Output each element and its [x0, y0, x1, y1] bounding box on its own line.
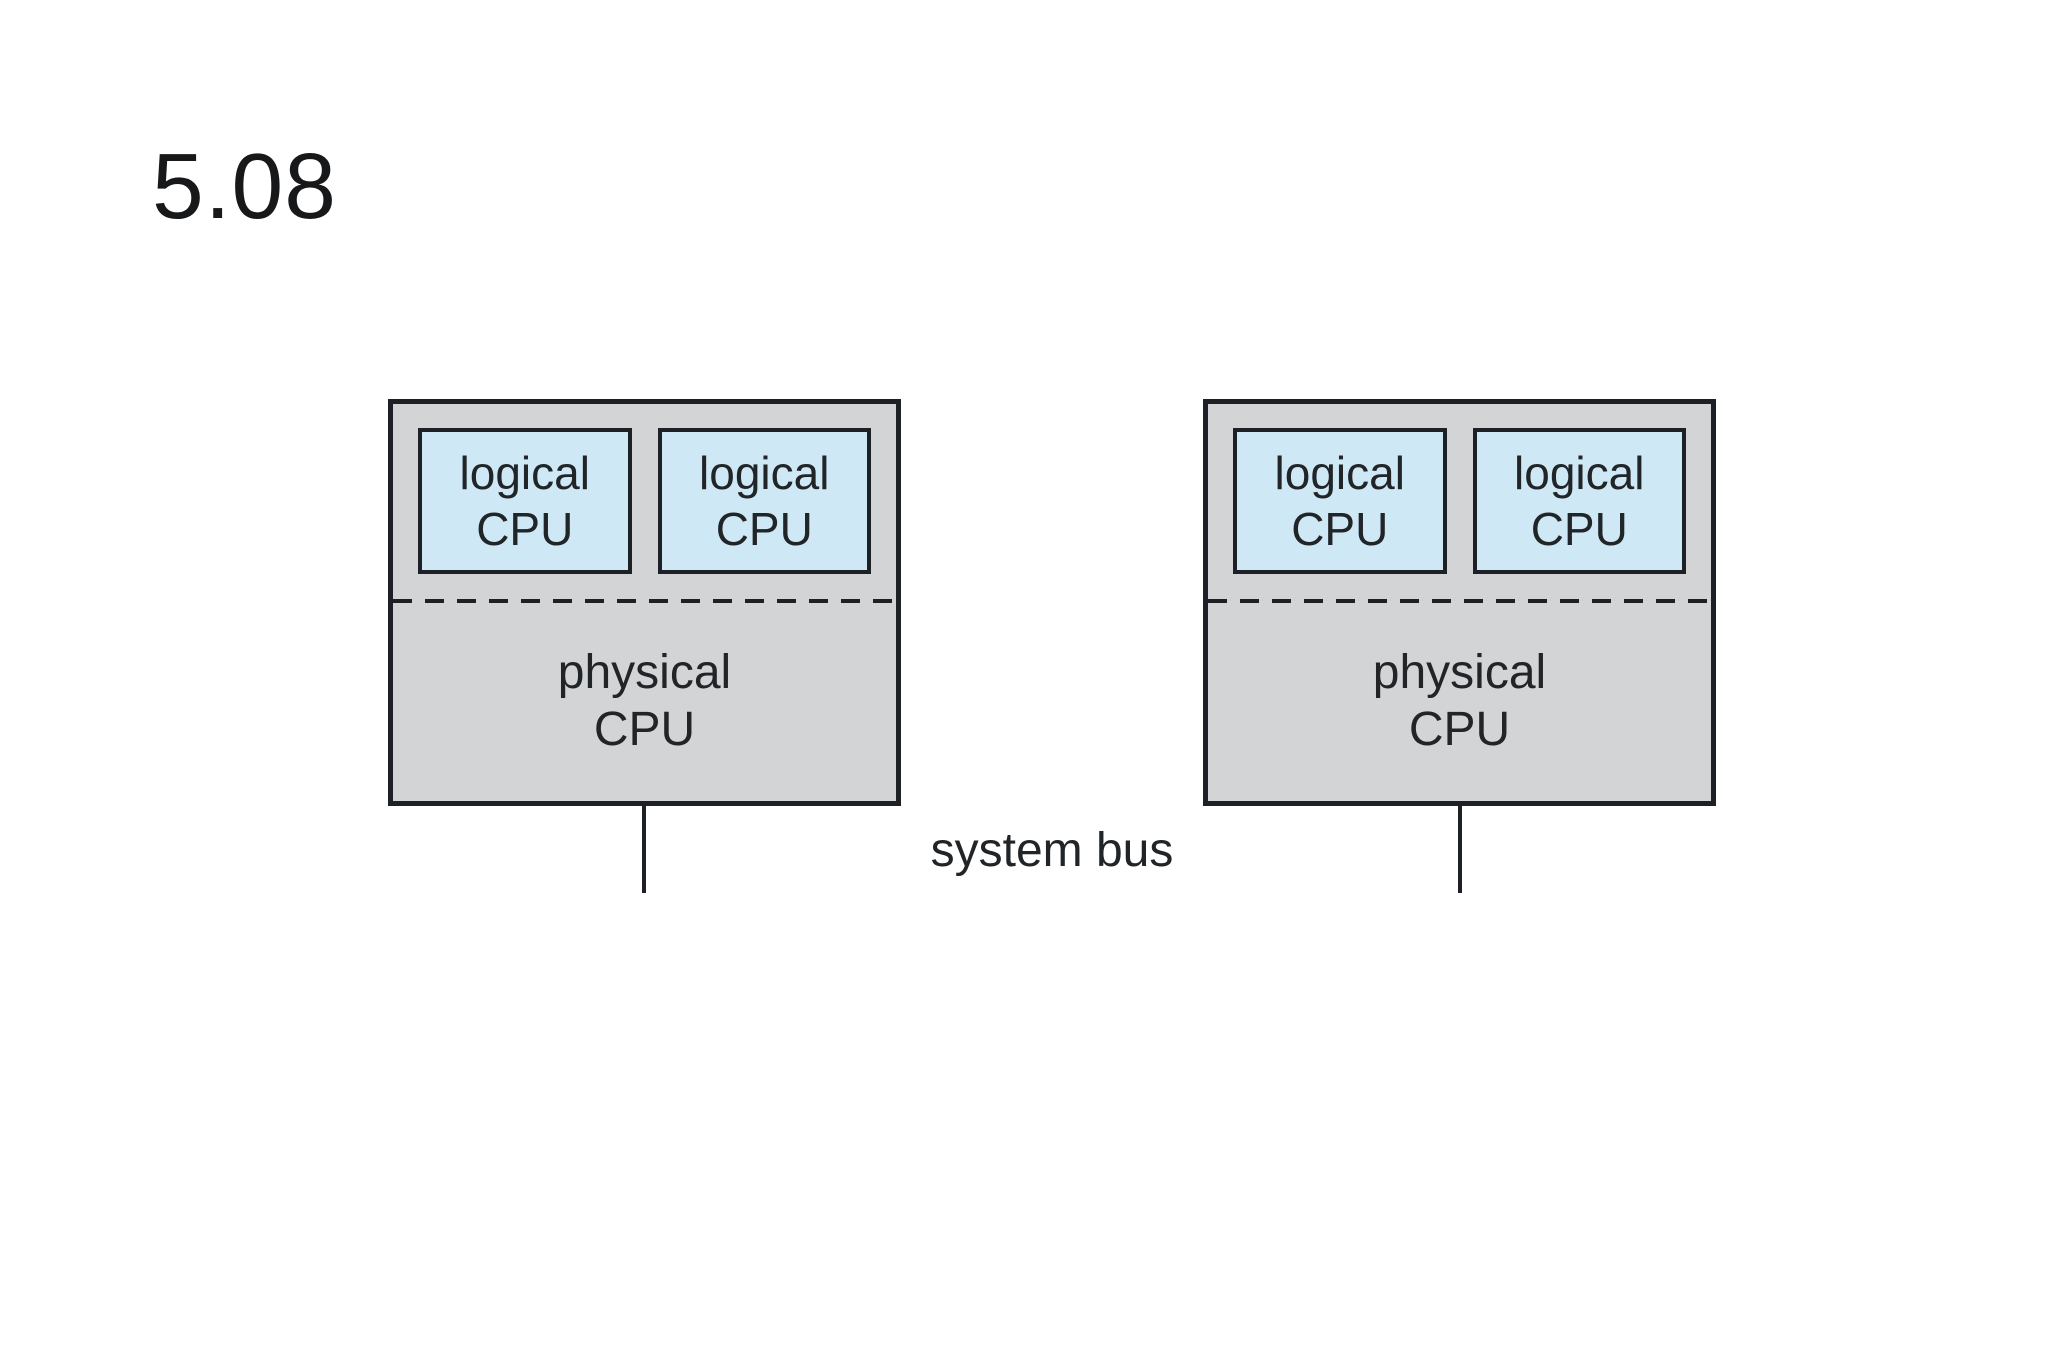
physical-cpu-label: physical CPU: [393, 603, 896, 801]
logical-cpu-label-line2: CPU: [715, 503, 813, 555]
logical-cpu-box: logical CPU: [418, 428, 632, 574]
physical-cpu-label-line1: physical: [557, 646, 732, 700]
logical-cpu-label-line1: logical: [1274, 446, 1405, 499]
system-bus-label: system bus: [930, 824, 1174, 877]
logical-cpu-box: logical CPU: [1472, 428, 1686, 574]
bus-line-right: [1458, 804, 1462, 893]
logical-cpu-label-line1: logical: [1514, 446, 1645, 499]
smt-dashed-divider: [393, 599, 896, 603]
bus-line-left: [642, 804, 646, 893]
logical-cpu-label-line1: logical: [699, 446, 830, 499]
slide-number: 5.08: [152, 134, 338, 238]
logical-cpu-row: logical CPU logical CPU: [1233, 428, 1686, 574]
physical-cpu-label-line2: CPU: [593, 703, 696, 756]
logical-cpu-label-line1: logical: [459, 446, 590, 499]
logical-cpu-label-line2: CPU: [1291, 503, 1389, 555]
logical-cpu-row: logical CPU logical CPU: [418, 428, 871, 574]
physical-cpu-label-line2: CPU: [1408, 703, 1511, 756]
logical-cpu-box: logical CPU: [1233, 428, 1447, 574]
logical-cpu-label-line2: CPU: [476, 503, 574, 555]
logical-cpu-box: logical CPU: [657, 428, 871, 574]
cpu-package-left: logical CPU logical CPU physical CPU: [388, 399, 901, 806]
logical-cpu-label-line2: CPU: [1530, 503, 1628, 555]
physical-cpu-label: physical CPU: [1208, 603, 1711, 801]
physical-cpu-label-line1: physical: [1372, 646, 1547, 700]
smt-dashed-divider: [1208, 599, 1711, 603]
cpu-package-right: logical CPU logical CPU physical CPU: [1203, 399, 1716, 806]
